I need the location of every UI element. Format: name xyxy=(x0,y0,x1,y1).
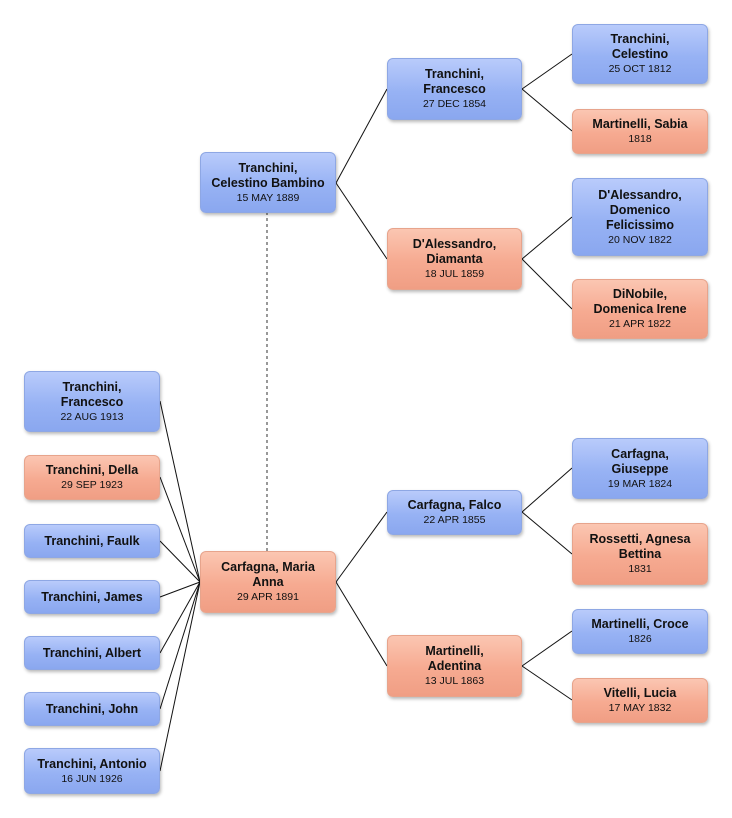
person-name: Vitelli, Lucia xyxy=(603,686,677,700)
person-date: 21 APR 1822 xyxy=(609,318,671,330)
person-name: Martinelli, Sabia xyxy=(592,117,688,131)
link-f-pgf xyxy=(521,467,573,513)
person-card-spouse-father[interactable]: Tranchini,Francesco 27 DEC 1854 xyxy=(387,58,522,120)
person-name: Carfagna,Giuseppe xyxy=(611,446,669,476)
person-card-child2[interactable]: Tranchini, Della 29 SEP 1923 xyxy=(24,455,160,500)
link-spouse-father xyxy=(335,88,388,184)
link-spouse-mother xyxy=(335,182,388,260)
person-card-child5[interactable]: Tranchini, Albert xyxy=(24,636,160,670)
person-card-mgm[interactable]: Vitelli, Lucia 17 MAY 1832 xyxy=(572,678,708,723)
link-child1 xyxy=(159,400,201,583)
person-date: 1831 xyxy=(628,563,652,575)
link-child4 xyxy=(159,581,201,598)
person-card-spouse-pgf[interactable]: Tranchini,Celestino 25 OCT 1812 xyxy=(572,24,708,84)
person-name: Tranchini,Celestino xyxy=(610,32,670,61)
person-card-child3[interactable]: Tranchini, Faulk xyxy=(24,524,160,558)
person-date: 1818 xyxy=(628,133,652,145)
person-name: Tranchini,Francesco xyxy=(423,67,486,96)
person-date: 19 MAR 1824 xyxy=(607,477,673,490)
link-sm-mgm xyxy=(521,258,573,310)
person-card-child6[interactable]: Tranchini, John xyxy=(24,692,160,726)
person-date: 29 APR 1891 xyxy=(237,591,299,603)
person-card-spouse-mgm[interactable]: DiNobile,Domenica Irene 21 APR 1822 xyxy=(572,279,708,339)
person-card-pgf[interactable]: Carfagna,Giuseppe 19 MAR 1824 xyxy=(572,438,708,499)
person-date: 15 MAY 1889 xyxy=(236,191,300,204)
person-card-child1[interactable]: Tranchini,Francesco 22 AUG 1913 xyxy=(24,371,160,432)
link-m-mgf xyxy=(521,630,573,667)
person-name: Tranchini,Francesco xyxy=(60,379,124,409)
person-name: DiNobile,Domenica Irene xyxy=(593,287,687,316)
person-name: Tranchini, John xyxy=(45,701,139,716)
person-date: 17 MAY 1832 xyxy=(608,702,672,714)
person-name: Tranchini, Faulk xyxy=(44,533,140,548)
link-focus-mother xyxy=(335,581,388,667)
person-date: 27 DEC 1854 xyxy=(422,98,487,110)
link-child6 xyxy=(159,581,201,710)
person-name: Tranchini, James xyxy=(41,589,143,604)
person-date: 29 SEP 1923 xyxy=(61,479,123,491)
person-card-spouse[interactable]: Tranchini,Celestino Bambino 15 MAY 1889 xyxy=(200,152,336,213)
person-date: 22 AUG 1913 xyxy=(60,410,124,423)
person-name: Martinelli,Adentina xyxy=(425,644,484,673)
person-date: 18 JUL 1859 xyxy=(424,268,485,280)
person-date: 13 JUL 1863 xyxy=(424,675,485,687)
person-name: Tranchini, Della xyxy=(45,463,139,477)
link-child3 xyxy=(159,540,201,583)
person-card-child4[interactable]: Tranchini, James xyxy=(24,580,160,614)
person-card-spouse-pgm[interactable]: Martinelli, Sabia 1818 xyxy=(572,109,708,154)
person-date: 16 JUN 1926 xyxy=(61,772,123,785)
person-card-child7[interactable]: Tranchini, Antonio 16 JUN 1926 xyxy=(24,748,160,794)
person-name: Martinelli, Croce xyxy=(591,617,689,631)
link-sm-mgf xyxy=(521,216,573,260)
link-f-pgm xyxy=(521,511,573,555)
link-sf-pgm xyxy=(521,88,573,132)
person-card-mother[interactable]: Martinelli,Adentina 13 JUL 1863 xyxy=(387,635,522,697)
person-date: 20 NOV 1822 xyxy=(608,233,672,246)
person-name: Tranchini, Antonio xyxy=(37,756,147,771)
person-card-father[interactable]: Carfagna, Falco 22 APR 1855 xyxy=(387,490,522,535)
link-focus-father xyxy=(335,511,388,583)
link-child7 xyxy=(159,581,201,772)
person-card-mgf[interactable]: Martinelli, Croce 1826 xyxy=(572,609,708,654)
link-sf-pgf xyxy=(521,53,573,90)
link-child5 xyxy=(159,581,201,654)
person-name: Carfagna, Falco xyxy=(407,498,502,512)
person-date: 22 APR 1855 xyxy=(423,514,486,526)
link-m-mgm xyxy=(521,665,573,701)
person-date: 25 OCT 1812 xyxy=(608,63,672,75)
person-name: D'Alessandro,Diamanta xyxy=(412,237,497,266)
person-name: Tranchini,Celestino Bambino xyxy=(211,160,325,190)
link-child2 xyxy=(159,476,201,583)
person-card-spouse-mother[interactable]: D'Alessandro,Diamanta 18 JUL 1859 xyxy=(387,228,522,290)
person-date: 1826 xyxy=(628,633,652,645)
person-name: Tranchini, Albert xyxy=(42,645,142,660)
